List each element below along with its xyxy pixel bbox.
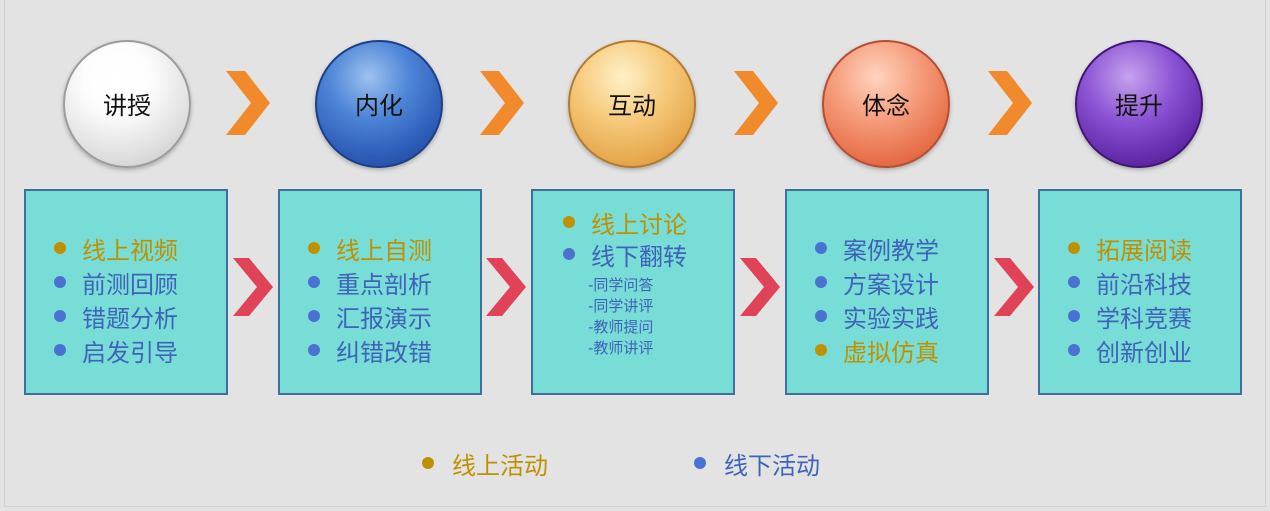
activity-item: 线上讨论	[563, 206, 687, 239]
offline-dot-icon	[1068, 310, 1080, 322]
offline-dot-icon	[1068, 344, 1080, 356]
sub-activity-item: -同学讲评	[588, 297, 654, 315]
stage-box-3: 线上讨论线下翻转 -同学问答 -同学讲评 -教师提问 -教师讲评	[531, 189, 735, 395]
offline-dot-icon	[308, 310, 320, 322]
online-dot-icon	[422, 457, 434, 469]
activity-item: 启发引导	[54, 333, 178, 367]
offline-dot-icon	[308, 344, 320, 356]
activity-list: 线上自测重点剖析汇报演示纠错改错	[308, 231, 432, 367]
offline-dot-icon	[54, 310, 66, 322]
activity-label: 线上讨论	[591, 210, 687, 239]
activity-label: 前沿科技	[1096, 270, 1192, 299]
activity-label: 方案设计	[843, 270, 939, 299]
online-dot-icon	[1068, 242, 1080, 254]
activity-item: 线上视频	[54, 231, 178, 265]
offline-dot-icon	[815, 276, 827, 288]
activity-label: 虚拟仿真	[843, 338, 939, 367]
activity-list: 案例教学方案设计实验实践虚拟仿真	[815, 231, 939, 367]
offline-dot-icon	[54, 344, 66, 356]
online-dot-icon	[563, 216, 575, 228]
activity-item: 重点剖析	[308, 265, 432, 299]
sub-activity-list: -同学问答 -同学讲评 -教师提问 -教师讲评	[588, 275, 653, 359]
activity-label: 实验实践	[843, 304, 939, 333]
offline-dot-icon	[694, 457, 706, 469]
legend-online: 线上活动	[422, 447, 548, 480]
offline-dot-icon	[563, 248, 575, 260]
activity-list: 线上讨论线下翻转	[563, 206, 687, 271]
stage-box-5: 拓展阅读前沿科技学科竞赛创新创业	[1038, 189, 1242, 395]
stage-box-4: 案例教学方案设计实验实践虚拟仿真	[785, 189, 989, 395]
activity-label: 线下翻转	[591, 242, 687, 271]
red-chevron-icon	[233, 258, 273, 316]
sub-activity-item: -教师讲评	[588, 339, 654, 357]
activity-item: 线上自测	[308, 231, 432, 265]
stage-circle-5: 提升	[1075, 40, 1203, 168]
activity-item: 汇报演示	[308, 299, 432, 333]
stage-circle-4: 体念	[822, 40, 950, 168]
legend-offline: 线下活动	[694, 447, 820, 480]
activity-label: 前测回顾	[82, 270, 178, 299]
orange-chevron-icon	[480, 71, 524, 135]
stage-title-4: 体念	[862, 91, 910, 120]
activity-label: 汇报演示	[336, 304, 432, 333]
legend-online-label: 线上活动	[452, 451, 548, 480]
sub-activity-item: -同学问答	[588, 276, 654, 294]
activity-item: 前测回顾	[54, 265, 178, 299]
legend-offline-label: 线下活动	[724, 451, 820, 480]
offline-dot-icon	[815, 242, 827, 254]
stage-circle-2: 内化	[315, 40, 443, 168]
activity-label: 线上自测	[336, 236, 432, 265]
stage-circle-3: 互动	[568, 40, 696, 168]
activity-item: 线下翻转	[563, 238, 687, 271]
activity-item: 纠错改错	[308, 333, 432, 367]
activity-item: 实验实践	[815, 299, 939, 333]
activity-label: 创新创业	[1096, 338, 1192, 367]
activity-item: 拓展阅读	[1068, 231, 1192, 265]
activity-label: 纠错改错	[336, 338, 432, 367]
activity-item: 方案设计	[815, 265, 939, 299]
stage-title-5: 提升	[1115, 91, 1163, 120]
activity-label: 案例教学	[843, 236, 939, 265]
activity-item: 创新创业	[1068, 333, 1192, 367]
stage-title-2: 内化	[355, 91, 403, 120]
online-dot-icon	[815, 344, 827, 356]
stage-title-3: 互动	[608, 91, 656, 120]
activity-label: 学科竞赛	[1096, 304, 1192, 333]
offline-dot-icon	[1068, 276, 1080, 288]
sub-activity-item: -教师提问	[588, 318, 654, 336]
activity-list: 拓展阅读前沿科技学科竞赛创新创业	[1068, 231, 1192, 367]
stage-circle-1: 讲授	[63, 40, 191, 168]
online-dot-icon	[54, 242, 66, 254]
activity-label: 错题分析	[82, 304, 178, 333]
activity-item: 错题分析	[54, 299, 178, 333]
stage-box-2: 线上自测重点剖析汇报演示纠错改错	[278, 189, 482, 395]
activity-label: 重点剖析	[336, 270, 432, 299]
activity-item: 学科竞赛	[1068, 299, 1192, 333]
activity-label: 线上视频	[82, 236, 178, 265]
activity-item: 案例教学	[815, 231, 939, 265]
stage-title-1: 讲授	[103, 91, 151, 120]
activity-list: 线上视频前测回顾错题分析启发引导	[54, 231, 178, 367]
stage-box-1: 线上视频前测回顾错题分析启发引导	[24, 189, 228, 395]
red-chevron-icon	[994, 258, 1034, 316]
offline-dot-icon	[54, 276, 66, 288]
activity-label: 拓展阅读	[1096, 236, 1192, 265]
red-chevron-icon	[486, 258, 526, 316]
online-dot-icon	[308, 242, 320, 254]
activity-item: 虚拟仿真	[815, 333, 939, 367]
orange-chevron-icon	[226, 71, 270, 135]
activity-item: 前沿科技	[1068, 265, 1192, 299]
activity-label: 启发引导	[82, 338, 178, 367]
red-chevron-icon	[740, 258, 780, 316]
offline-dot-icon	[308, 276, 320, 288]
offline-dot-icon	[815, 310, 827, 322]
orange-chevron-icon	[734, 71, 778, 135]
orange-chevron-icon	[988, 71, 1032, 135]
